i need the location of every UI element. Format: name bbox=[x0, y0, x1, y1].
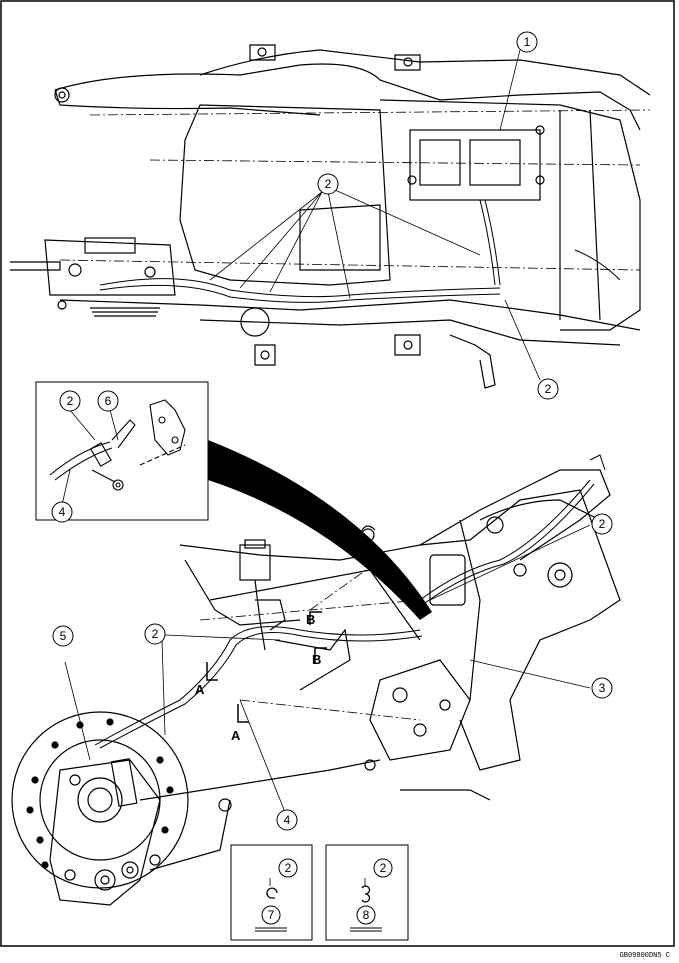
page-border bbox=[0, 0, 675, 947]
callout-2-side-right: 2 bbox=[591, 513, 613, 535]
top-view-centerlines bbox=[59, 109, 651, 271]
svg-text:4: 4 bbox=[284, 813, 291, 827]
svg-text:2: 2 bbox=[285, 861, 292, 875]
side-leader-lines bbox=[64, 524, 591, 813]
view-letter-b-upper: B bbox=[306, 612, 315, 627]
callout-2-top-center: 2 bbox=[317, 173, 339, 195]
section-marker-b bbox=[309, 611, 327, 663]
callout-1-top: 1 bbox=[516, 31, 538, 53]
svg-text:5: 5 bbox=[60, 629, 67, 643]
callout-5-side: 5 bbox=[52, 625, 74, 647]
svg-text:6: 6 bbox=[105, 394, 112, 408]
figure-code: GB09800DN5 C bbox=[620, 952, 670, 960]
svg-text:2: 2 bbox=[599, 517, 606, 531]
callout-3-side: 3 bbox=[591, 677, 613, 699]
side-view-frame bbox=[139, 469, 621, 871]
svg-text:2: 2 bbox=[325, 177, 332, 191]
clamp-detail-box-8 bbox=[325, 844, 409, 941]
rear-brake-disc bbox=[11, 711, 189, 889]
top-view-hoses bbox=[99, 199, 621, 303]
svg-text:8: 8 bbox=[363, 908, 370, 922]
svg-text:3: 3 bbox=[599, 681, 606, 695]
top-view-frame bbox=[10, 44, 651, 389]
callout-8-box: 8 bbox=[356, 905, 376, 925]
detail-magnifier-wedge bbox=[208, 440, 432, 620]
svg-text:7: 7 bbox=[268, 908, 275, 922]
side-view-centerlines bbox=[199, 559, 421, 721]
callout-2-box-8: 2 bbox=[373, 858, 393, 878]
rear-caliper bbox=[49, 758, 161, 906]
svg-text:2: 2 bbox=[380, 861, 387, 875]
callout-4-side: 4 bbox=[276, 809, 298, 831]
svg-text:4: 4 bbox=[59, 505, 66, 519]
side-view-hoses bbox=[94, 454, 606, 749]
view-letter-a-upper: A bbox=[195, 682, 205, 697]
callout-2-inset: 2 bbox=[59, 390, 81, 412]
svg-text:2: 2 bbox=[545, 382, 552, 396]
view-letter-b-lower: B bbox=[312, 652, 321, 667]
callout-2-top-right: 2 bbox=[537, 378, 559, 400]
callout-7-box: 7 bbox=[261, 905, 281, 925]
clamp-detail-box-7 bbox=[230, 844, 313, 941]
view-letter-a-lower: A bbox=[231, 728, 241, 743]
top-leader-lines bbox=[209, 49, 541, 381]
callout-6-inset: 6 bbox=[97, 390, 119, 412]
section-marker-a bbox=[206, 662, 249, 723]
svg-text:2: 2 bbox=[152, 627, 159, 641]
svg-text:2: 2 bbox=[67, 394, 74, 408]
callout-2-box-7: 2 bbox=[278, 858, 298, 878]
callout-2-side-left: 2 bbox=[144, 623, 166, 645]
callout-4-inset: 4 bbox=[51, 501, 73, 523]
svg-text:1: 1 bbox=[524, 35, 531, 49]
